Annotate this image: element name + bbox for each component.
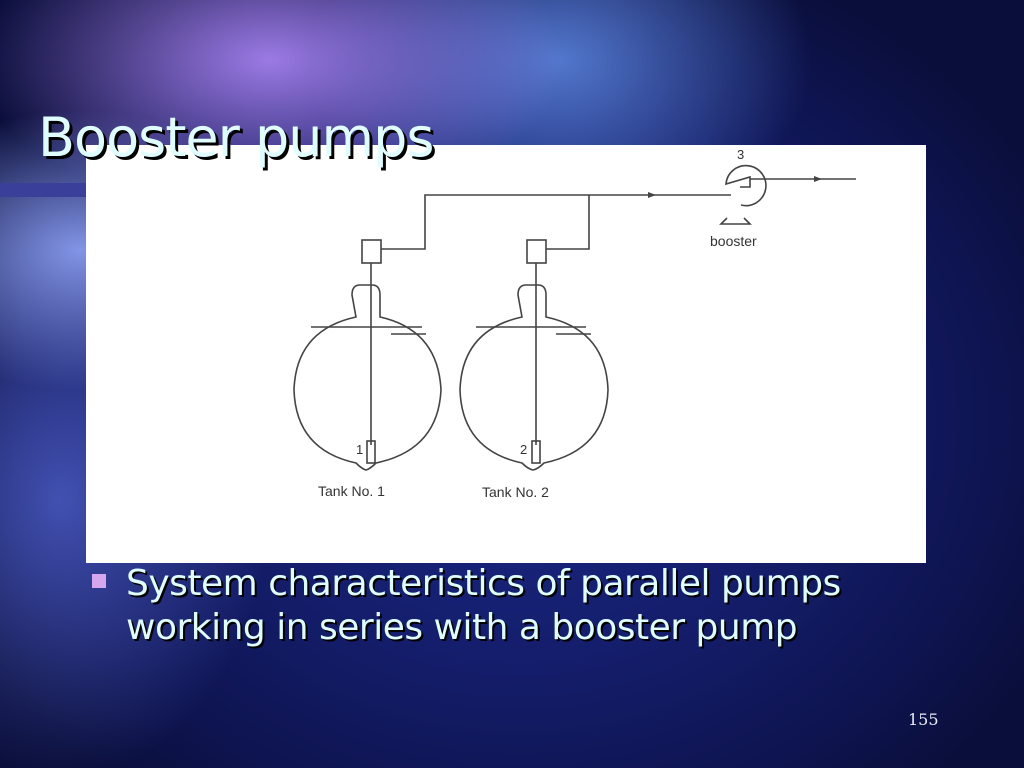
bullet-square-icon bbox=[92, 574, 106, 588]
flow-arrow-icon bbox=[648, 192, 656, 198]
tank2-pump-number: 2 bbox=[520, 442, 527, 457]
booster-label: booster bbox=[710, 233, 757, 249]
flow-arrow-icon bbox=[814, 176, 822, 182]
bullet-text: System characteristics of parallel pumps… bbox=[126, 563, 841, 648]
title-accent-bar bbox=[0, 183, 86, 197]
tank1-label: Tank No. 1 bbox=[318, 483, 385, 499]
tank2-discharge-pipe bbox=[546, 195, 590, 250]
tank2-icon bbox=[459, 284, 609, 471]
booster-number-label: 3 bbox=[737, 147, 744, 162]
page-number: 155 bbox=[908, 710, 939, 729]
booster-pump-icon bbox=[725, 164, 767, 207]
discharge-pipe bbox=[381, 194, 706, 250]
tank1-valve-box-icon bbox=[361, 239, 382, 264]
booster-pump-diagram: 3 booster 1 2 Tank No. 1 Tank No. 2 bbox=[86, 145, 926, 563]
tank2-label: Tank No. 2 bbox=[482, 484, 549, 500]
diagram-svg: 3 booster 1 2 Tank No. 1 Tank No. 2 bbox=[293, 147, 856, 500]
tank1-pump-number: 1 bbox=[356, 442, 363, 457]
tank1-icon bbox=[293, 284, 442, 471]
bullet-item: System characteristics of parallel pumps… bbox=[92, 562, 952, 650]
slide-title: Booster pumps bbox=[38, 106, 435, 169]
tank2-valve-box-icon bbox=[526, 239, 547, 264]
